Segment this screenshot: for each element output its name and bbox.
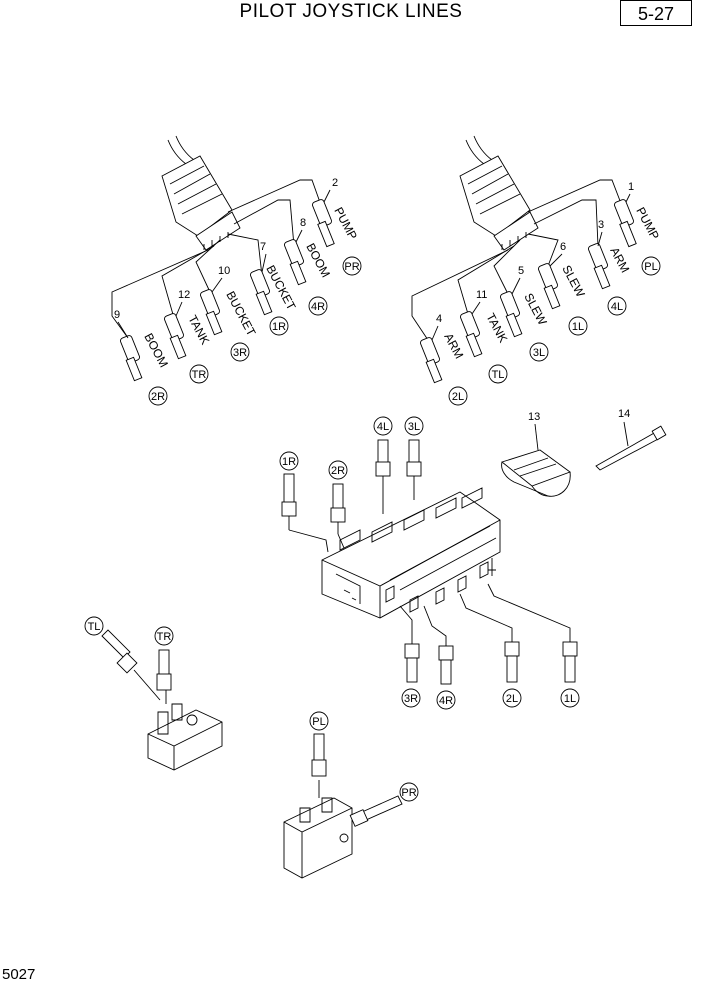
page-number-box: 5-27 [620, 0, 692, 26]
svg-text:3R: 3R [404, 693, 418, 705]
part-number: 6 [560, 241, 566, 253]
right-joystick-body [161, 135, 241, 251]
hose-label-arm: ARM [441, 331, 466, 361]
part-number: 1 [628, 181, 634, 193]
port-4l: 4L [611, 301, 623, 313]
cv-port-2l: 2L [459, 593, 522, 708]
port-1r: 1R [272, 321, 286, 333]
pilot-pump-block [283, 780, 353, 879]
left-joystick-body [459, 135, 539, 251]
tank-port-tl: TL [84, 616, 161, 701]
hose-label-bucket: BUCKET [223, 289, 259, 339]
hose-label-slew: SLEW [559, 263, 588, 300]
fitting-bucket-10: 10 BUCKET 3R [200, 265, 259, 362]
svg-text:1L: 1L [564, 693, 576, 705]
fitting-boom-9: 9 BOOM 2R [114, 309, 171, 406]
hose-label-boom: BOOM [141, 331, 171, 370]
main-control-valve [321, 487, 501, 619]
cv-port-2r: 2R [328, 460, 348, 549]
fitting-arm-4: 4 ARM 2L [420, 313, 468, 406]
part-number: 4 [436, 313, 442, 325]
svg-text:4L: 4L [377, 421, 389, 433]
pump-port-pr: PR [349, 782, 419, 827]
part-number: 8 [300, 217, 306, 229]
cable-tie-14: 14 [595, 408, 667, 471]
port-pr: PR [344, 261, 359, 273]
part-number: 12 [178, 289, 190, 301]
cv-port-1r: 1R [279, 451, 329, 553]
part-number: 13 [528, 411, 540, 423]
tank-return-block [147, 690, 223, 771]
part-number: 9 [114, 309, 120, 321]
hose-label-arm: ARM [607, 245, 632, 275]
part-number: 3 [598, 219, 604, 231]
svg-text:2R: 2R [331, 465, 345, 477]
part-number: 2 [332, 177, 338, 189]
svg-text:PR: PR [401, 787, 416, 799]
left-joystick-group: 1 PUMP PL 3 ARM 4L 6 SLEW 1L 5 [411, 135, 662, 406]
port-2l: 2L [452, 391, 464, 403]
cv-port-3l: 3L [404, 416, 424, 500]
part-number: 11 [476, 289, 487, 301]
port-3l: 3L [533, 347, 545, 359]
port-tr: TR [192, 369, 207, 381]
diagram-code: 5027 [2, 966, 36, 983]
hose-label-slew: SLEW [521, 291, 550, 328]
hose-protector-13: 13 [501, 411, 571, 497]
port-tl: TL [492, 369, 505, 381]
svg-text:4R: 4R [439, 695, 453, 707]
part-number: 5 [518, 265, 524, 277]
port-4r: 4R [311, 301, 325, 313]
cv-port-4r: 4R [423, 605, 456, 710]
fitting-tank-11: 11 TANK TL [460, 289, 510, 384]
port-1l: 1L [572, 321, 584, 333]
cv-port-4l: 4L [373, 416, 393, 514]
page-title: PILOT JOYSTICK LINES [239, 1, 463, 22]
svg-text:TR: TR [157, 631, 172, 643]
part-number: 10 [218, 265, 230, 277]
cv-port-3r: 3R [399, 605, 421, 708]
svg-text:1R: 1R [282, 456, 296, 468]
svg-text:TL: TL [88, 621, 101, 633]
svg-text:3L: 3L [408, 421, 420, 433]
cv-port-1l: 1L [487, 583, 580, 708]
hose-label-boom: BOOM [303, 241, 333, 280]
part-number: 14 [618, 408, 630, 420]
part-number: 7 [260, 241, 266, 253]
port-pl: PL [644, 261, 657, 273]
svg-text:PL: PL [312, 716, 325, 728]
right-joystick-group: 2 PUMP PR 8 BOOM 4R 7 BUCKET 1R [111, 135, 362, 406]
hose-label-pump: PUMP [331, 205, 360, 242]
hose-label-pump: PUMP [633, 205, 662, 242]
port-2r: 2R [151, 391, 165, 403]
svg-text:2L: 2L [506, 693, 518, 705]
port-3r: 3R [233, 347, 247, 359]
pump-port-pl: PL [309, 711, 329, 777]
tank-port-tr: TR [154, 626, 174, 691]
